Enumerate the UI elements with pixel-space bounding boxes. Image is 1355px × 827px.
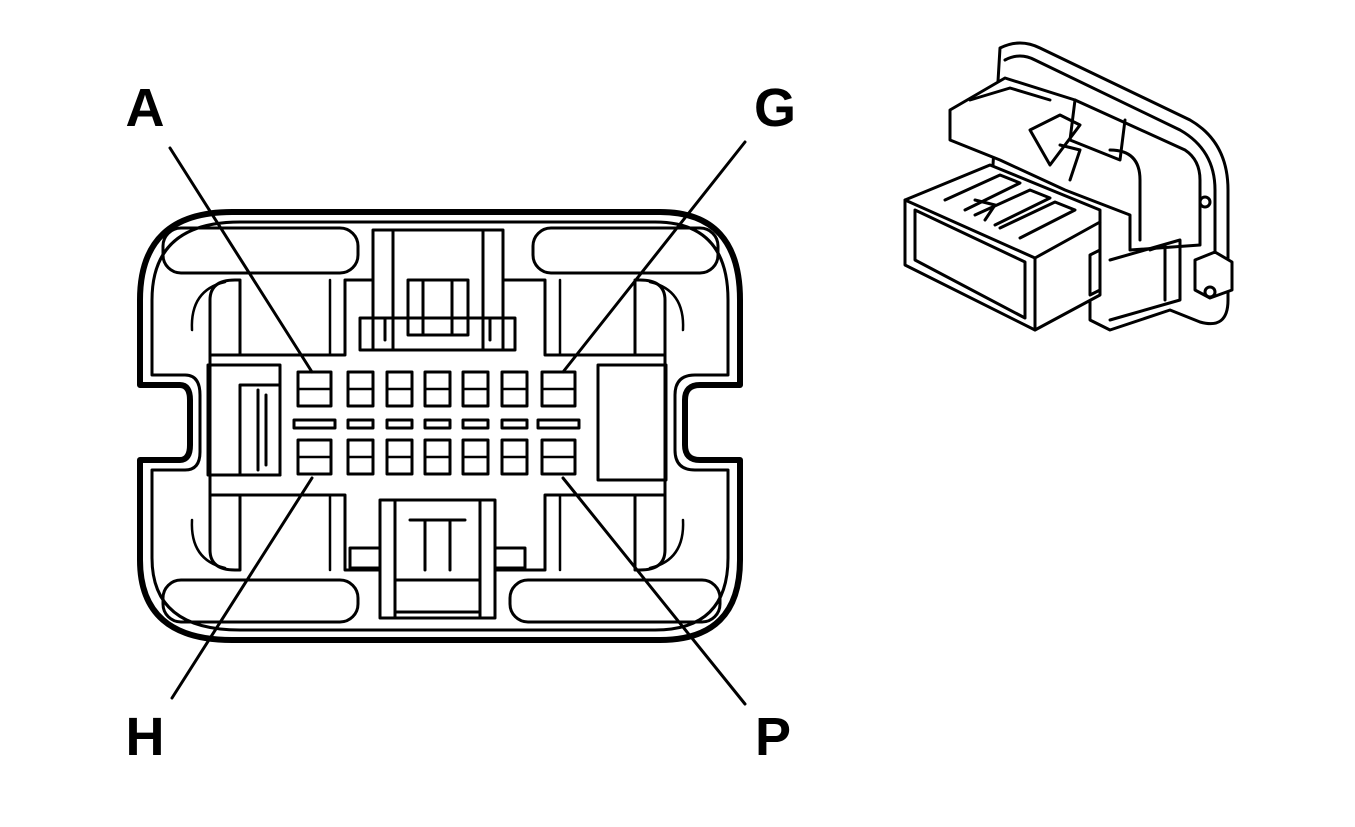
top-latch — [358, 228, 517, 352]
iso-back-plate-inner — [1003, 54, 1217, 292]
iso-mount-hole-bottom — [1203, 285, 1217, 299]
corner-arc-bl — [190, 518, 227, 570]
leader-lines — [168, 140, 747, 706]
bottom-latch-tab-left — [348, 546, 382, 570]
pin-label-h: H — [126, 707, 165, 767]
pin-separator-6 — [500, 418, 529, 430]
corner-arc-br — [648, 518, 685, 570]
iso-rear-clip — [1193, 250, 1234, 300]
pin-separator-5 — [461, 418, 490, 430]
pin-separator-4 — [423, 418, 452, 430]
bottom-left-slot — [161, 578, 360, 624]
corner-channel-bl — [208, 493, 242, 572]
left-key — [206, 363, 282, 477]
leader-a — [168, 146, 314, 374]
left-key-inner — [238, 383, 282, 477]
iso-latch-hook — [1058, 143, 1082, 182]
bottom-latch-tab-right — [493, 546, 527, 570]
pin-cavities — [292, 370, 581, 476]
iso-lower-body — [1108, 238, 1182, 322]
iso-plug-body — [903, 163, 1102, 332]
corner-arc-tr — [648, 280, 685, 332]
pin-separator-7 — [536, 418, 581, 430]
leader-h — [170, 476, 314, 700]
iso-rib-1 — [943, 173, 1022, 212]
connector-isometric — [903, 41, 1234, 332]
iso-plug-opening — [913, 208, 1027, 320]
iso-rib-3 — [998, 200, 1077, 240]
connector-face — [137, 209, 743, 643]
bottom-latch-inner — [393, 498, 482, 620]
corner-channel-tr — [633, 278, 667, 357]
bottom-right-slot — [508, 578, 722, 624]
corner-channel-br — [633, 493, 667, 572]
iso-mount-hole-top — [1198, 195, 1212, 209]
right-key — [596, 363, 668, 482]
pin-separator-2 — [346, 418, 375, 430]
iso-rib-2 — [973, 188, 1052, 227]
pin-label-p: P — [755, 707, 791, 767]
iso-lower-slot — [1148, 243, 1167, 302]
top-right-slot — [531, 226, 720, 275]
pin-label-g: G — [754, 78, 796, 138]
inner-cavity — [208, 278, 667, 572]
pin-label-a: A — [126, 78, 165, 138]
iso-upper-ridge — [968, 86, 1052, 102]
left-key-outer — [206, 363, 282, 477]
leader-g — [561, 140, 747, 374]
pin-separator-3 — [385, 418, 414, 430]
bottom-latch-body — [378, 498, 497, 620]
leader-p — [561, 476, 747, 706]
iso-latch-lever — [1028, 113, 1082, 167]
top-left-slot — [161, 226, 360, 275]
housing-inner-outline — [150, 220, 730, 632]
bottom-latch — [348, 498, 527, 620]
iso-side-tab — [1088, 248, 1102, 297]
top-latch-window — [406, 278, 470, 337]
corner-arc-tl — [190, 280, 227, 332]
corner-channel-tl — [208, 278, 242, 357]
pin-separator-1 — [292, 418, 337, 430]
iso-rib-tab — [973, 198, 997, 222]
housing-outline — [137, 209, 743, 643]
iso-shoulder-curve — [1108, 148, 1142, 242]
bottom-latch-foot — [393, 578, 482, 614]
